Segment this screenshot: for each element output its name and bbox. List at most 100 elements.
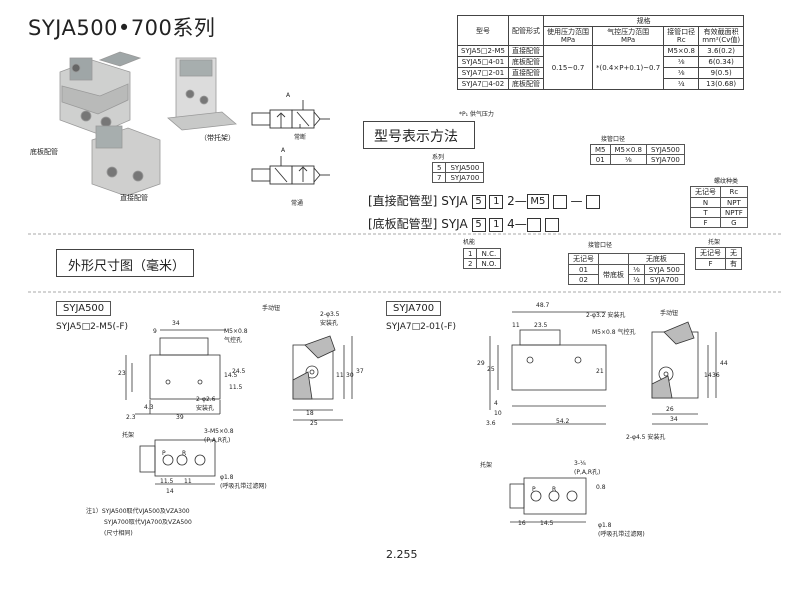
thread-label: 螺纹种类 <box>714 178 739 185</box>
port-r: R <box>552 486 557 493</box>
dim: 39 <box>176 414 184 421</box>
port-p: P <box>162 450 166 457</box>
dim: 4 <box>494 400 498 407</box>
syja700-mount: 2-φ3.2 安装孔 <box>586 312 626 319</box>
syja700-mount2: 2-φ4.5 安装孔 <box>626 434 666 441</box>
syja700-bracket: 托架 <box>480 462 493 469</box>
dim: 34 <box>172 320 180 327</box>
dim: 2.3 <box>126 414 136 421</box>
dim: 25 <box>310 420 318 427</box>
footnote-2: SYJA700取代VJA700及VZA500 <box>104 519 192 526</box>
dim: 11.5 <box>160 478 174 485</box>
label-base-mount: 底板配管 <box>30 148 58 156</box>
dim: 4.3 <box>144 404 154 411</box>
port-r: R <box>182 450 187 457</box>
symbol-port-a-1: A <box>286 92 291 99</box>
syja700-manual: 手动钮 <box>660 310 679 317</box>
dim: 3.6 <box>486 420 496 427</box>
dim: 23 <box>118 370 126 377</box>
model-section-title: 型号表示方法 <box>363 121 475 149</box>
syja700-tag: SYJA700 <box>386 301 442 316</box>
symbol-port-a-2: A <box>281 147 286 154</box>
series-label: 系列 <box>432 154 445 161</box>
syja700-front-view <box>489 311 607 425</box>
label-direct: 直接配管 <box>120 194 148 202</box>
dim: 0.8 <box>596 484 606 491</box>
label-nc: 常断 <box>294 134 307 141</box>
dim: 18 <box>306 410 314 417</box>
syja500-side-view <box>292 335 353 421</box>
dim: 37 <box>356 368 364 375</box>
syja500-model: SYJA5□2-M5(-F) <box>56 322 129 332</box>
syja500-dia: φ1.8(呼吸孔带过滤网) <box>220 474 267 490</box>
syja500-tag: SYJA500 <box>56 301 112 316</box>
dim: 29 <box>477 360 485 367</box>
syja500-bracket: 托架 <box>122 432 135 439</box>
col-model: 型号 <box>457 14 509 47</box>
syja500-manual: 手动钮 <box>262 305 281 312</box>
dim: 36 <box>712 372 720 379</box>
dim: 11.5 <box>229 384 243 391</box>
col-port-type: 配管形式 <box>508 14 544 47</box>
dim: 24.5 <box>232 368 246 375</box>
dim: 54.2 <box>556 418 570 425</box>
syja700-thread: M5×0.8 气控孔 <box>592 329 636 336</box>
dim: 14 <box>704 372 712 379</box>
valve-photo-base <box>59 51 142 135</box>
dim: 44 <box>720 360 728 367</box>
dim: 21 <box>596 368 604 375</box>
dim: 14 <box>166 488 174 495</box>
dim: 30 <box>346 372 354 379</box>
syja700-side-view <box>651 321 717 425</box>
syja700-base-thread: 3-¹⁄₈(P,A,R孔) <box>574 460 601 476</box>
dim: 11 <box>512 322 520 329</box>
port-label-top: 接管口径 <box>601 136 626 143</box>
syja500-front-view <box>125 329 226 415</box>
dim: 10 <box>494 410 502 417</box>
dim: 16 <box>518 520 526 527</box>
dim: 26 <box>666 406 674 413</box>
page-number: 2.255 <box>386 548 418 561</box>
function-label: 机能 <box>463 239 476 246</box>
valve-photo-bracket <box>167 57 237 131</box>
label-no: 常通 <box>291 200 304 207</box>
dim: 11 <box>336 372 344 379</box>
valve-photo-direct <box>91 125 161 197</box>
base-code-row: [底板配管型] SYJA 5 1 4— <box>368 215 559 232</box>
page-title: SYJA500•700系列 <box>28 16 216 40</box>
syja500-base-view <box>139 439 216 485</box>
outline-title: 外形尺寸图（毫米） <box>56 249 194 277</box>
symbol-no <box>251 156 330 185</box>
dim: 48.7 <box>536 302 550 309</box>
spec-note: *P₁ 供气压力 <box>459 111 494 118</box>
dim: 25 <box>487 366 495 373</box>
bracket-label: 托架 <box>708 239 721 246</box>
footnote-1: 注1）SYJA500取代VJA500及VZA300 <box>86 508 190 515</box>
footnote-3: (尺寸相同) <box>104 530 133 537</box>
symbol-nc <box>251 100 330 129</box>
direct-code-row: [直接配管型] SYJA 5 1 2—M5 — <box>368 192 601 209</box>
dim: 34 <box>670 416 678 423</box>
dim: 23.5 <box>534 322 548 329</box>
label-bracket: （带托架） <box>200 134 235 142</box>
syja700-model: SYJA7□2-01(-F) <box>386 322 456 332</box>
dim: 14.5 <box>224 372 238 379</box>
